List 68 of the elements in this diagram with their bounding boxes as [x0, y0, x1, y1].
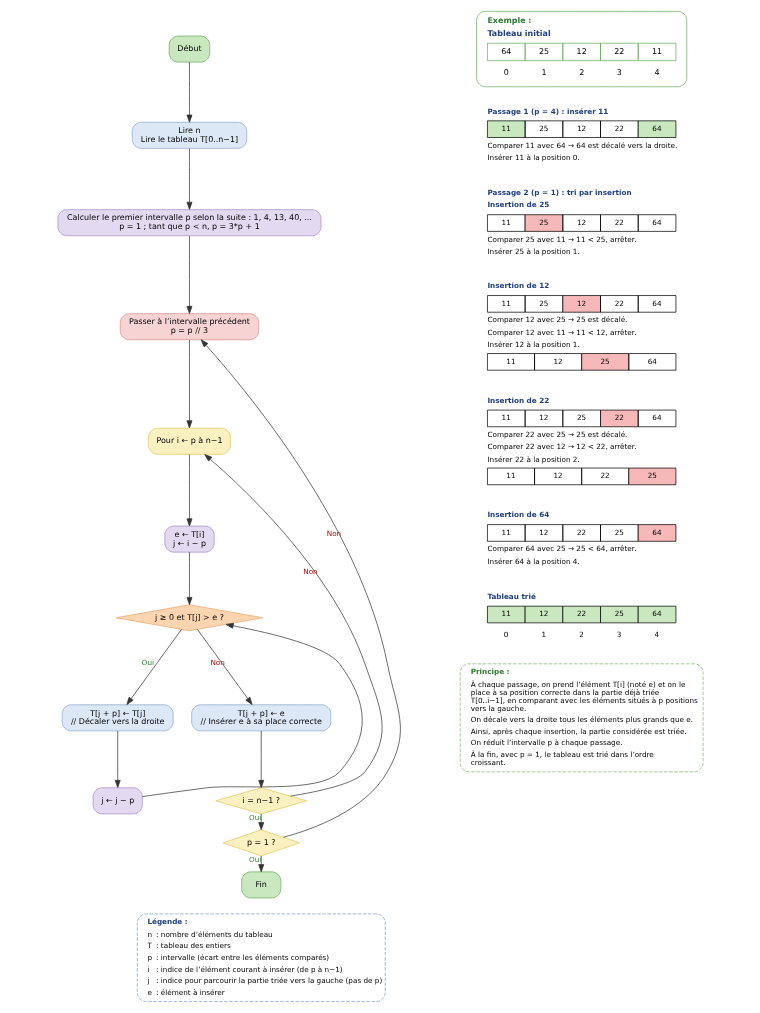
- label: 64: [651, 217, 662, 227]
- label: 11: [505, 471, 515, 481]
- label: Tableau trié: [486, 591, 536, 601]
- edge-label: Non: [302, 566, 318, 576]
- label: 12: [538, 527, 548, 537]
- label: 12: [576, 123, 586, 133]
- label: 11: [501, 217, 511, 227]
- label: 12: [538, 413, 548, 423]
- label: 11: [501, 298, 511, 308]
- label: 22: [614, 217, 624, 227]
- label: 25: [538, 298, 548, 308]
- label: 22: [576, 527, 586, 537]
- edge-label: Oui: [248, 812, 261, 822]
- label: 12: [576, 298, 586, 308]
- label: 11: [501, 123, 511, 133]
- label: 2: [578, 629, 584, 639]
- label: Comparer 12 avec 11 → 11 < 12, arrêter.: [486, 327, 636, 337]
- label: 64: [651, 123, 662, 133]
- label: Comparer 25 avec 11 → 11 < 25, arrêter.: [486, 234, 636, 244]
- label: 64: [651, 298, 662, 308]
- label: Comparer 12 avec 25 → 25 est décalé.: [486, 315, 627, 325]
- label: 12: [552, 471, 563, 481]
- label: 25: [576, 413, 586, 423]
- label: 1: [540, 629, 546, 639]
- label: 64: [651, 527, 662, 537]
- edge-label: Non: [209, 657, 225, 667]
- label: 25: [538, 123, 548, 133]
- label: 64: [647, 356, 657, 366]
- label: 25: [614, 609, 624, 619]
- label: Insertion de 22: [486, 395, 549, 405]
- label: 11: [501, 527, 511, 537]
- label: 22: [614, 298, 624, 308]
- label: 25: [614, 527, 624, 537]
- label: Insérer 11 à la position 0.: [486, 152, 580, 162]
- label: Insérer 25 à la position 1.: [486, 246, 580, 256]
- label: 3: [616, 629, 621, 639]
- label: Insertion de 25: [486, 200, 549, 210]
- label: Comparer 11 avec 64 → 64 est décalé vers la droite.: [486, 140, 677, 150]
- label: 25: [538, 217, 548, 227]
- label: 22: [576, 609, 586, 619]
- label: Passage 2 (p = 1) : tri par insertion: [486, 188, 632, 198]
- label: 0: [503, 629, 508, 639]
- edge-label: Oui: [248, 854, 261, 864]
- label: 25: [647, 471, 657, 481]
- label: 12: [552, 356, 563, 366]
- label: 64: [651, 413, 662, 423]
- label: 4: [654, 629, 659, 639]
- label: 22: [614, 123, 624, 133]
- label: Comparer 22 avec 25 → 25 est décalé.: [486, 429, 627, 439]
- label: 11: [501, 609, 511, 619]
- edge-label: Non: [326, 528, 341, 538]
- label: Insérer 12 à la position 1.: [486, 340, 580, 350]
- label: 11: [501, 413, 511, 423]
- label: Comparer 64 avec 25 → 25 < 64, arrêter.: [486, 544, 636, 554]
- edge-label: Oui: [141, 657, 154, 667]
- label: 12: [538, 609, 548, 619]
- label: Insérer 22 à la position 2.: [486, 454, 580, 464]
- label: Comparer 22 avec 12 → 12 < 22, arrêter.: [486, 442, 636, 452]
- label: Insérer 64 à la position 4.: [486, 556, 580, 566]
- label: 22: [600, 471, 610, 481]
- label: 11: [505, 356, 515, 366]
- label: Passage 1 (p = 4) : insérer 11: [486, 106, 608, 116]
- label: 64: [651, 609, 662, 619]
- label: Insertion de 12: [486, 281, 549, 291]
- label: Insertion de 64: [486, 510, 549, 520]
- label: 12: [576, 217, 586, 227]
- label: 25: [600, 356, 610, 366]
- label: 22: [614, 413, 624, 423]
